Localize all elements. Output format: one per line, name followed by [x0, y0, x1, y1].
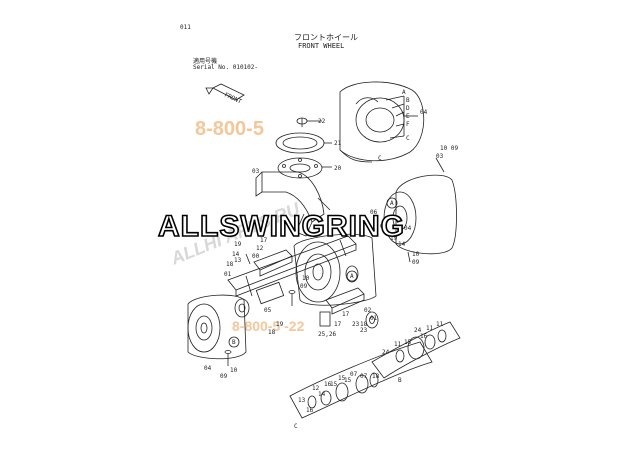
right-wheel — [383, 174, 457, 255]
part-label: 15 — [338, 375, 346, 382]
part-label: 11 — [426, 325, 434, 332]
part-label: 17 — [260, 237, 268, 244]
bolts — [224, 157, 445, 366]
detail-letter: F — [406, 121, 410, 128]
part-label: 15 — [344, 377, 352, 384]
title-japanese: フロントホイール — [294, 33, 358, 42]
center-wheel — [293, 233, 377, 306]
detail-letter: C — [378, 155, 382, 162]
part-label: 09 — [412, 259, 420, 266]
part-number-labels: 22 21 20 03 10 09 03 06 10 09 17 08 19 1… — [204, 89, 458, 430]
part-label: 03 — [436, 153, 444, 160]
part-label: 11 — [394, 341, 402, 348]
part-label: 19 — [276, 321, 284, 328]
part-label: 20 — [334, 165, 342, 172]
part-label: 02 — [364, 307, 372, 314]
detail-letter: C — [406, 135, 410, 142]
part-label: 09 — [300, 283, 308, 290]
part-label: 07 — [360, 373, 368, 380]
part-label: 08 — [380, 223, 388, 230]
hub-assemblies — [234, 265, 379, 329]
phone-watermark-top: 8-800-5 — [195, 118, 264, 140]
part-label: 24 — [382, 349, 390, 356]
part-label: 10 — [302, 275, 310, 282]
part-label: 13 — [234, 257, 242, 264]
part-label: 10 09 — [440, 145, 458, 152]
part-label: 06 — [370, 209, 378, 216]
part-label: 01 — [370, 315, 378, 322]
part-label: 19 — [390, 235, 398, 242]
part-label: 14 — [318, 391, 326, 398]
part-label: 03 — [252, 168, 260, 175]
part-label: 18 — [372, 373, 380, 380]
part-label: 23 — [360, 327, 368, 334]
part-label: 04 — [404, 225, 412, 232]
part-label: 19 — [234, 241, 242, 248]
part-label: 18 — [226, 261, 234, 268]
serial-number: Serial No. 010102- — [193, 64, 259, 71]
part-label: 12 — [256, 245, 264, 252]
bearing-stack — [275, 117, 332, 179]
left-wheel — [187, 294, 247, 360]
detail-letter: C — [294, 423, 298, 430]
callout-letter: B — [232, 339, 236, 346]
detail-letter: D — [406, 105, 410, 112]
part-label: 15 — [404, 339, 412, 346]
detail-ref: 04 — [420, 109, 428, 116]
part-label: 09 — [220, 373, 228, 380]
part-label: 16 — [306, 407, 314, 414]
part-label: 16 — [420, 333, 428, 340]
front-direction-arrow: FRONT — [205, 83, 245, 106]
part-label: 11 — [436, 321, 444, 328]
part-label: 00 — [252, 253, 260, 260]
part-label: 18 — [268, 329, 276, 336]
part-label: 24 — [414, 327, 422, 334]
part-label: 14 — [398, 241, 406, 248]
part-label: 21 — [334, 140, 342, 147]
part-label: 13 — [298, 397, 306, 404]
detail-view-top-right — [339, 81, 425, 163]
part-label: 22 — [318, 118, 326, 125]
detail-letter: A — [402, 89, 406, 96]
phone-watermark-bottom: 8-800-5 -22 — [232, 318, 305, 334]
part-label: 17 — [342, 311, 350, 318]
part-label: 23 — [352, 321, 360, 328]
part-label: 18 — [360, 321, 368, 328]
part-label: 17 — [334, 321, 342, 328]
part-label: 15 — [330, 381, 338, 388]
applicable-label: 適用号機 — [193, 58, 218, 65]
knuckle-blocks — [253, 249, 365, 327]
part-label: 25,26 — [318, 331, 336, 338]
part-label: 04 — [204, 365, 212, 372]
detail-letter: B — [406, 97, 410, 104]
part-label: 14 — [232, 251, 240, 258]
allswingring-watermark: ALLSWINGRING — [157, 209, 405, 244]
part-label: 10 — [230, 367, 238, 374]
detail-callouts: A A B — [228, 197, 398, 348]
part-label: 16 — [324, 381, 332, 388]
bearing-assembly-a — [289, 341, 433, 419]
detail-letter: B — [398, 377, 402, 384]
callout-letter: A — [350, 273, 354, 280]
bearing-assembly-b — [371, 321, 461, 379]
page-number: 011 — [180, 24, 191, 31]
steering-bracket — [255, 171, 331, 237]
detail-letter: E — [406, 113, 410, 120]
part-label: 01 — [224, 271, 232, 278]
part-label: 12 — [312, 385, 320, 392]
part-label: 10 — [412, 251, 420, 258]
part-label: 07 — [350, 371, 358, 378]
part-label: 05 — [264, 307, 272, 314]
callout-letter: A — [390, 200, 394, 207]
title-english: FRONT WHEEL — [298, 42, 345, 50]
